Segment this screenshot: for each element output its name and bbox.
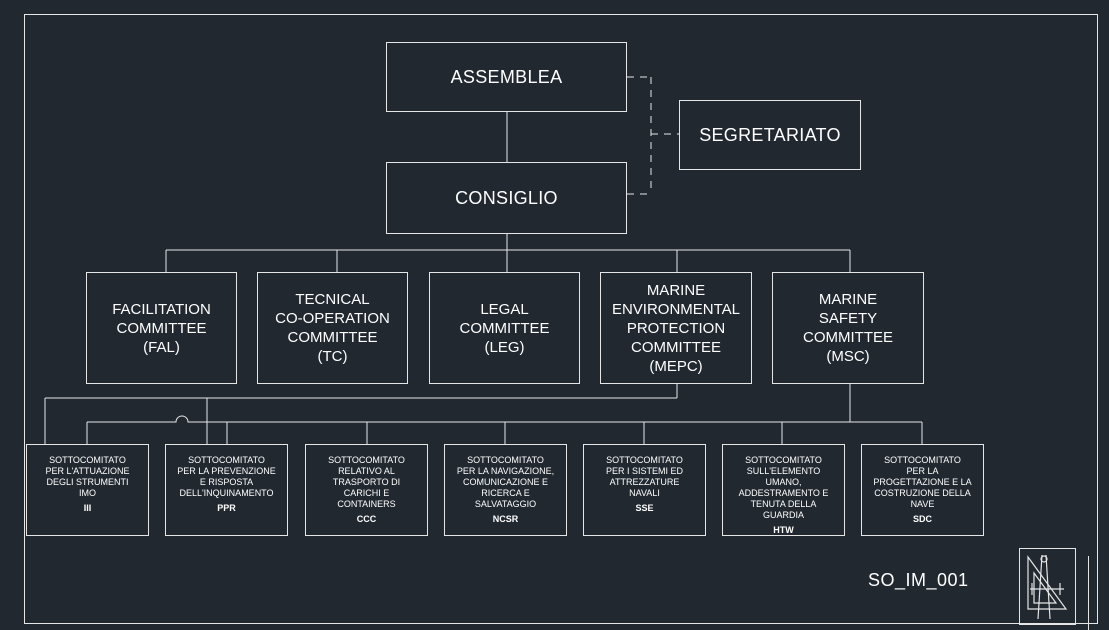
drafting-tools-icon [1027, 554, 1068, 620]
committee-leg: LEGAL COMMITTEE (LEG) [429, 272, 580, 384]
subcommittee-text: SOTTOCOMITATO PER LA PREVENZIONE E RISPO… [177, 455, 276, 498]
committee-label: LEGAL COMMITTEE (LEG) [459, 300, 550, 356]
committee-label: FACILITATION COMMITTEE (FAL) [112, 300, 211, 356]
committee-mepc: MARINE ENVIRONMENTAL PROTECTION COMMITTE… [600, 272, 752, 384]
subcommittee-htw: SOTTOCOMITATO SULL'ELEMENTO UMANO, ADDES… [722, 444, 845, 536]
subcommittee-text: SOTTOCOMITATO PER LA NAVIGAZIONE, COMUNI… [456, 455, 555, 509]
subcommittee-text: SOTTOCOMITATO RELATIVO AL TRASPORTO DI C… [328, 455, 405, 509]
committee-label: MARINE SAFETY COMMITTEE (MSC) [803, 291, 893, 365]
segretariato-label: SEGRETARIATO [699, 124, 841, 145]
subcommittee-code: HTW [773, 525, 794, 535]
frame-edge-line [1088, 556, 1089, 630]
subcommittee-code: PPR [217, 503, 236, 513]
committee-label: TECNICAL CO-OPERATION COMMITTEE (TC) [275, 291, 390, 365]
drawing-frame [24, 14, 1098, 624]
subcommittee-ppr: SOTTOCOMITATO PER LA PREVENZIONE E RISPO… [165, 444, 288, 536]
committee-label: MARINE ENVIRONMENTAL PROTECTION COMMITTE… [611, 281, 741, 375]
subcommittee-code: SDC [912, 514, 932, 524]
subcommittee-text: SOTTOCOMITATO PER LA PROGETTAZIONE E LA … [873, 455, 972, 509]
assemblea-box: ASSEMBLEA [386, 42, 627, 112]
subcommittee-text: SOTTOCOMITATO SULL'ELEMENTO UMANO, ADDES… [738, 455, 829, 520]
drawing-code: SO_IM_001 [868, 570, 969, 590]
subcommittee-code: III [83, 503, 92, 513]
subcommittee-text: SOTTOCOMITATO PER I SISTEMI ED ATTREZZAT… [605, 455, 683, 498]
logo-box [1019, 548, 1076, 625]
consiglio-label: CONSIGLIO [455, 187, 558, 208]
subcommittee-ccc: SOTTOCOMITATO RELATIVO AL TRASPORTO DI C… [305, 444, 428, 536]
committee-fal: FACILITATION COMMITTEE (FAL) [86, 272, 237, 384]
consiglio-box: CONSIGLIO [386, 162, 627, 234]
committee-tc: TECNICAL CO-OPERATION COMMITTEE (TC) [257, 272, 408, 384]
assemblea-label: ASSEMBLEA [450, 66, 563, 87]
subcommittee-sdc: SOTTOCOMITATO PER LA PROGETTAZIONE E LA … [861, 444, 984, 536]
subcommittee-code: SSE [635, 503, 654, 513]
segretariato-box: SEGRETARIATO [679, 100, 861, 170]
subcommittee-code: CCC [356, 514, 377, 524]
subcommittee-iii: SOTTOCOMITATO PER L'ATTUAZIONE DEGLI STR… [26, 444, 149, 536]
subcommittee-sse: SOTTOCOMITATO PER I SISTEMI ED ATTREZZAT… [583, 444, 706, 536]
subcommittee-text: SOTTOCOMITATO PER L'ATTUAZIONE DEGLI STR… [45, 455, 130, 498]
subcommittee-code: NCSR [492, 514, 519, 524]
subcommittee-ncsr: SOTTOCOMITATO PER LA NAVIGAZIONE, COMUNI… [444, 444, 567, 536]
committee-msc: MARINE SAFETY COMMITTEE (MSC) [772, 272, 924, 384]
